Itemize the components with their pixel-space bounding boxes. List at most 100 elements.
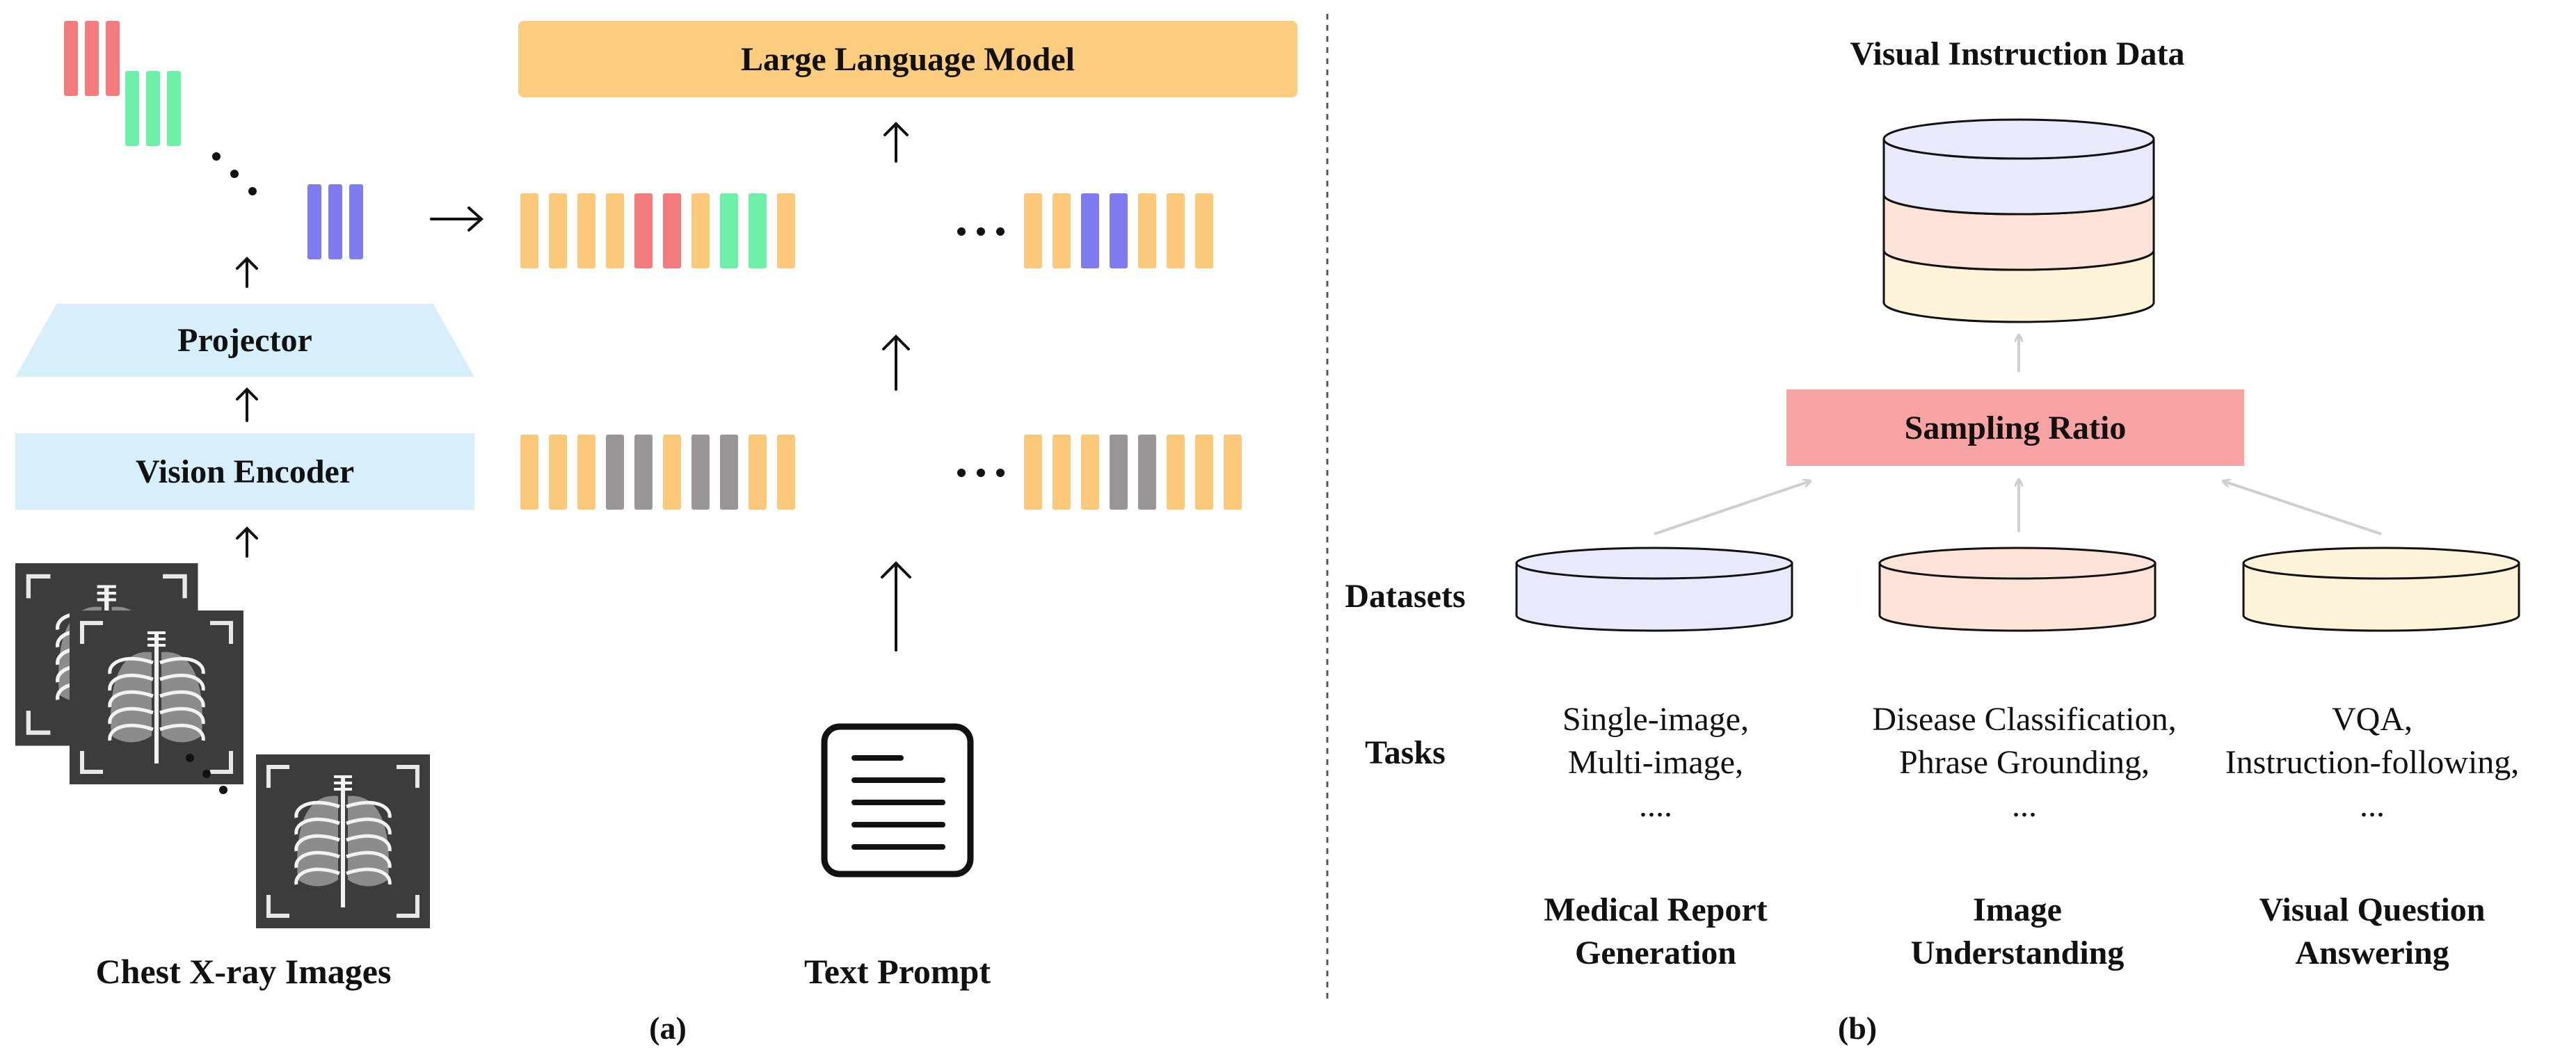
token-bar [1053,193,1071,268]
task-item: VQA, [2332,701,2413,738]
images-label: Chest X-ray Images [95,952,392,991]
panel-a-arrows [236,122,911,652]
visual-token-bar [307,184,321,259]
projector-box: Projector [15,304,474,377]
token-bar [634,193,653,268]
task-item: Disease Classification, [1872,701,2177,738]
arrow-up-icon [236,257,258,288]
token-bar [720,435,738,510]
token-bar [577,193,595,268]
token-bar [663,193,681,268]
visual-token-bar [125,71,139,146]
token-bar [606,193,624,268]
token-bar [749,193,767,268]
llm-box: Large Language Model [518,21,1297,97]
category-line: Image [1973,891,2062,928]
token-bar [1138,435,1156,510]
category-report-generation: Medical Report Generation [1447,889,1864,975]
projector-label: Projector [177,322,312,359]
tasks-text-vqa: VQA, Instruction-following, ... [2177,698,2567,827]
document-icon [821,723,974,878]
token-bar [720,193,738,268]
visual-token-bar [146,71,160,146]
arrow-diagonal-icon [1654,481,1810,535]
token-sequences [64,21,1242,510]
token-bar [606,435,624,510]
category-line: Medical Report [1544,891,1768,928]
visual-token-bar [106,21,120,96]
token-bar [777,193,795,268]
arrow-right-icon [430,207,484,232]
category-line: Generation [1575,935,1736,971]
visual-token-bar [167,71,181,146]
sampling-ratio-box: Sampling Ratio [1786,389,2244,466]
tasks-label: Tasks [1365,734,1446,771]
task-item: ... [2012,787,2037,824]
token-bar [549,193,567,268]
dataset-cylinder-understanding [1878,547,2157,632]
task-item: Multi-image, [1568,744,1743,781]
dataset-cylinder-vqa [2242,547,2520,632]
visual-token-bar [85,21,99,96]
token-bar [777,435,795,510]
category-vqa: Visual Question Answering [2177,889,2567,975]
panel-b-arrows [1654,335,2382,535]
token-bar [1110,435,1128,510]
token-bar [1081,193,1099,268]
vision-encoder-label: Vision Encoder [135,453,355,490]
task-item: Phrase Grounding, [1899,744,2150,781]
caption-a: (a) [649,1010,687,1046]
token-bar [749,435,767,510]
arrow-up-icon [236,387,258,422]
xray-thumbnail [256,754,430,928]
visual-token-bar [328,184,342,259]
xray-thumbnail [70,611,243,784]
datasets-label: Datasets [1345,578,1466,615]
category-line: Understanding [1910,935,2125,971]
arrow-up-icon [881,561,911,652]
arrow-up-icon [883,122,909,163]
token-bar [1024,435,1042,510]
llm-label: Large Language Model [741,40,1075,78]
task-item: Single-image, [1562,701,1749,738]
arrow-up-icon [882,334,910,391]
token-bar [1224,435,1242,510]
task-item: .... [1639,787,1672,824]
token-bar [520,193,538,268]
token-bar [1138,193,1156,268]
token-bar [549,435,567,510]
task-item: ... [2360,787,2385,824]
category-image-understanding: Image Understanding [1809,889,2226,975]
visual-token-bar [349,184,363,259]
arrow-up-icon [236,526,258,558]
xray-images [15,563,430,928]
token-bar [1167,435,1185,510]
visual-token-bar [64,21,78,96]
dataset-cylinder-report [1515,547,1793,632]
token-bar [520,435,538,510]
category-line: Visual Question [2259,891,2486,928]
token-bar [663,435,681,510]
token-bar [577,435,595,510]
token-bar [1110,193,1128,268]
prompt-label: Text Prompt [803,952,991,991]
token-bar [1167,193,1185,268]
task-item: Instruction-following, [2225,744,2520,781]
token-bar [1195,435,1213,510]
tasks-text-understanding: Disease Classification, Phrase Grounding… [1795,698,2254,827]
tasks-text-report: Single-image, Multi-image, .... [1447,698,1864,827]
token-bar [634,435,653,510]
instruction-data-cylinder [1882,118,2155,323]
vision-encoder-box: Vision Encoder [15,433,474,510]
caption-b: (b) [1837,1010,1878,1046]
category-line: Answering [2295,935,2449,971]
arrow-diagonal-icon [2223,481,2382,535]
token-bar [1024,193,1042,268]
token-bar [1195,193,1213,268]
sampling-ratio-label: Sampling Ratio [1904,409,2127,446]
token-bar [1081,435,1099,510]
ellipsis-dots [186,152,1005,794]
token-bar [1053,435,1071,510]
